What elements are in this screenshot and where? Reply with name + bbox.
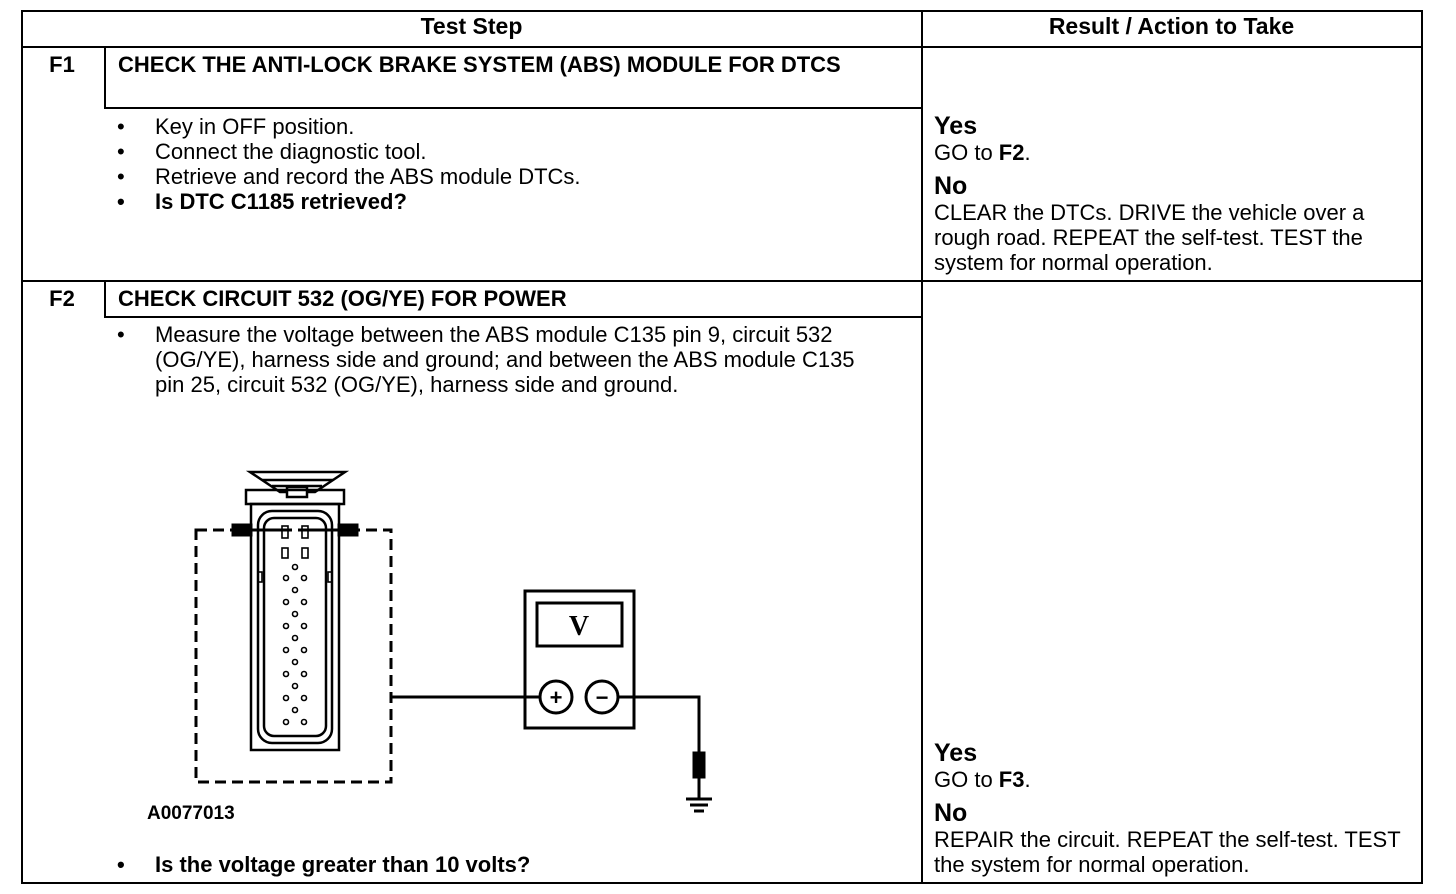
f2-yes-target: F3 <box>998 767 1025 792</box>
step-title-f2: CHECK CIRCUIT 532 (OG/YE) FOR POWER <box>118 286 567 311</box>
step-id-f1: F1 <box>49 52 75 77</box>
f2-bullet-list-top: Measure the voltage between the ABS modu… <box>117 322 887 397</box>
abs-connector-c135 <box>244 488 346 752</box>
voltmeter-label: V <box>569 611 589 642</box>
f1-no-label: No <box>934 172 968 200</box>
f2-title-divider <box>104 316 922 318</box>
minus-terminal-icon: − <box>596 685 609 710</box>
f1-yes-label: Yes <box>934 112 978 140</box>
step-id-f2: F2 <box>49 286 75 311</box>
figure-id: A0077013 <box>147 803 235 824</box>
f1-id-divider <box>104 46 106 109</box>
connector-pins <box>257 525 333 726</box>
f2-yes-action: GO to F3. <box>934 767 1419 792</box>
header-divider <box>21 46 1423 48</box>
row-divider <box>21 280 1423 282</box>
f2-no-action: REPAIR the circuit. REPEAT the self-test… <box>934 827 1401 877</box>
f2-yes-post: . <box>1024 767 1031 792</box>
header-test-step: Test Step <box>420 13 523 39</box>
f2-bullet-item: Measure the voltage between the ABS modu… <box>117 322 887 397</box>
table-border-bottom <box>21 882 1423 884</box>
measurement-dashed-box <box>194 528 393 784</box>
f2-id-divider <box>104 280 106 318</box>
f2-no-label: No <box>934 799 968 827</box>
f1-no-action: CLEAR the DTCs. DRIVE the vehicle over a… <box>934 200 1365 275</box>
plus-terminal-icon: + <box>550 685 563 710</box>
meter-wires <box>391 695 701 752</box>
connector-top-tab <box>245 470 350 499</box>
voltmeter <box>523 589 636 730</box>
f2-yes-label: Yes <box>934 739 978 767</box>
step-title-f1: CHECK THE ANTI-LOCK BRAKE SYSTEM (ABS) M… <box>118 52 841 77</box>
f1-yes-action: GO to F2. <box>934 140 1419 165</box>
f2-yes-pre: GO to <box>934 767 999 792</box>
f1-result: Yes GO to F2. No CLEAR the DTCs. DRIVE t… <box>934 112 1419 275</box>
f1-bullet-item: Connect the diagnostic tool. <box>117 139 907 164</box>
f1-bullet-item: Key in OFF position. <box>117 114 907 139</box>
f1-bullet-list: Key in OFF position. Connect the diagnos… <box>117 114 907 214</box>
f1-bullet-question: Is DTC C1185 retrieved? <box>117 189 907 214</box>
column-divider <box>921 10 923 884</box>
f1-bullet-item: Retrieve and record the ABS module DTCs. <box>117 164 907 189</box>
f1-yes-target: F2 <box>998 140 1025 165</box>
f1-yes-post: . <box>1024 140 1031 165</box>
f1-yes-pre: GO to <box>934 140 999 165</box>
table-border-right <box>1421 10 1423 884</box>
table-border-top <box>21 10 1423 12</box>
f2-bullet-question: Is the voltage greater than 10 volts? <box>117 852 907 877</box>
ground-icon <box>686 751 712 813</box>
table-border-left <box>21 10 23 884</box>
f2-bullet-list-bottom: Is the voltage greater than 10 volts? <box>117 852 907 877</box>
header-result-action: Result / Action to Take <box>1048 13 1295 39</box>
voltage-measurement-diagram: V + − <box>194 470 712 813</box>
f2-result: Yes GO to F3. No REPAIR the circuit. REP… <box>934 739 1419 877</box>
f1-title-divider <box>104 107 922 109</box>
